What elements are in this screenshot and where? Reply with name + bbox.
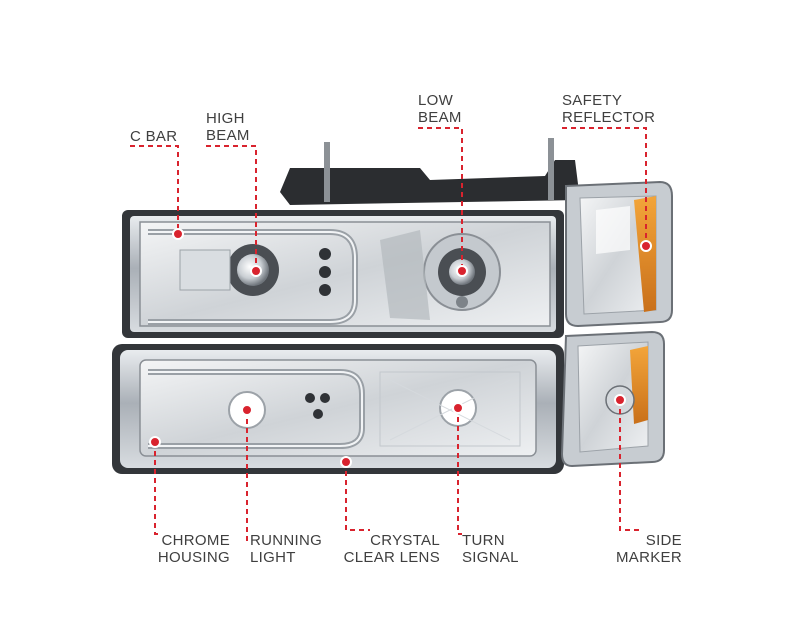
- label-chrome-housing: CHROME HOUSING: [150, 532, 230, 566]
- upper-headlight: [122, 210, 564, 338]
- label-running-light-line1: RUNNING: [250, 532, 323, 549]
- lower-bumper-light: [112, 344, 564, 474]
- label-side-marker-line1: SIDE: [645, 532, 682, 549]
- label-high-beam-line2: BEAM: [206, 127, 250, 144]
- label-chrome-housing-line2: HOUSING: [157, 549, 230, 566]
- label-safety-reflector-line2: REFLECTOR: [562, 109, 656, 126]
- mounting-bracket: [280, 138, 580, 205]
- label-running-light: RUNNING LIGHT: [250, 532, 322, 566]
- side-marker-light: [560, 330, 665, 468]
- label-low-beam: LOW BEAM: [418, 92, 462, 126]
- label-high-beam-line1: HIGH: [206, 110, 245, 127]
- label-c-bar-line1: C BAR: [130, 128, 178, 145]
- label-chrome-housing-line1: CHROME: [161, 532, 230, 549]
- label-c-bar: C BAR: [130, 128, 177, 145]
- label-low-beam-line1: LOW: [418, 92, 454, 109]
- label-safety-reflector-line1: SAFETY: [562, 92, 623, 109]
- label-running-light-line2: LIGHT: [250, 549, 296, 566]
- callout-lines: [130, 127, 647, 541]
- label-turn-signal-line2: SIGNAL: [462, 549, 519, 566]
- label-crystal-clear-lens-line2: CLEAR LENS: [343, 549, 440, 566]
- callout-dots: [149, 228, 652, 468]
- label-crystal-clear-lens: CRYSTAL CLEAR LENS: [340, 532, 440, 566]
- label-low-beam-line2: BEAM: [418, 109, 462, 126]
- label-high-beam: HIGH BEAM: [206, 110, 250, 144]
- label-safety-reflector: SAFETY REFLECTOR: [562, 92, 655, 126]
- label-crystal-clear-lens-line1: CRYSTAL: [370, 532, 440, 549]
- label-side-marker-line2: MARKER: [616, 549, 682, 566]
- label-turn-signal: TURN SIGNAL: [462, 532, 519, 566]
- label-side-marker: SIDE MARKER: [600, 532, 682, 566]
- label-turn-signal-line1: TURN: [462, 532, 505, 549]
- corner-light: [565, 180, 673, 328]
